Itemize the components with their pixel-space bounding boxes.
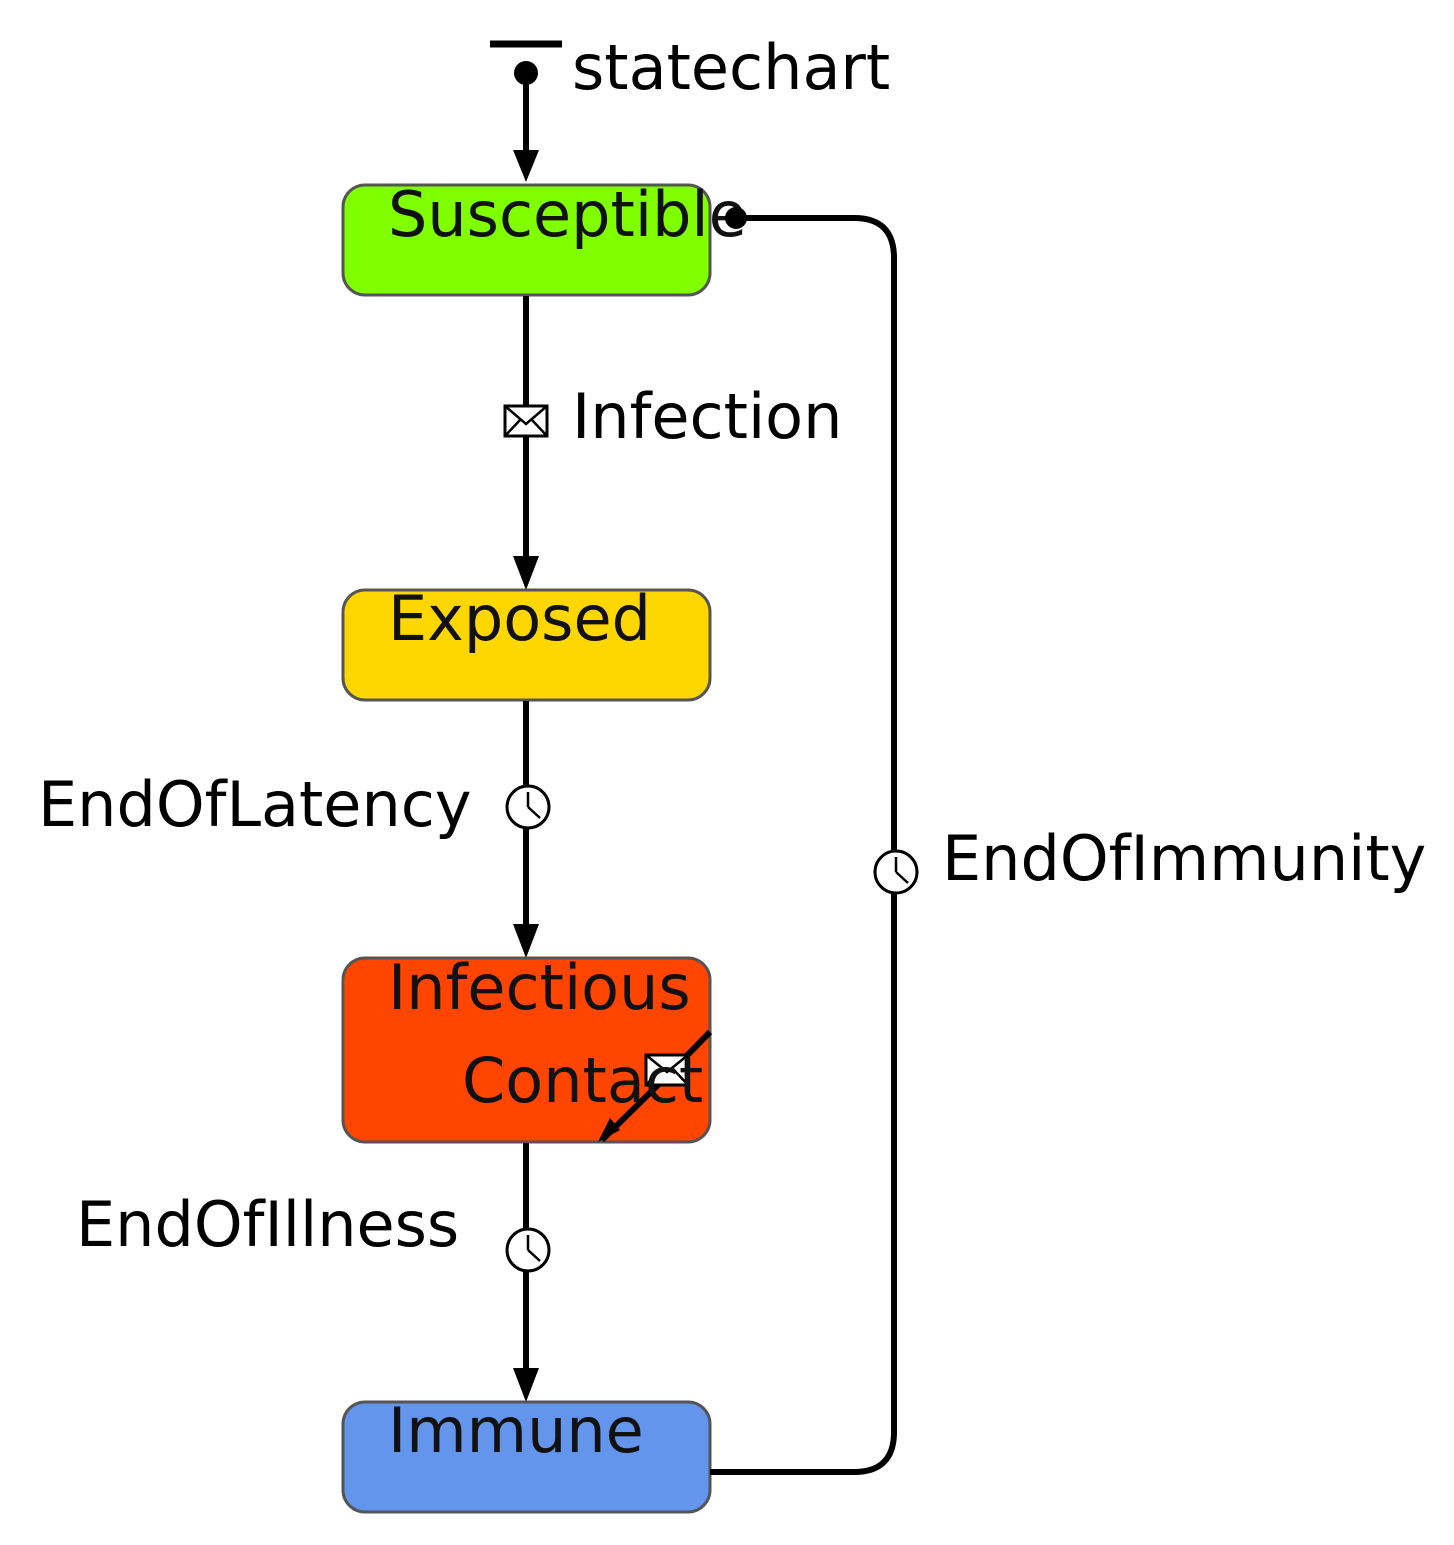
- state-susceptible[interactable]: Susceptible: [341, 178, 747, 297]
- statechart-entry: [490, 40, 562, 182]
- state-infectious[interactable]: Infectious Contact: [341, 951, 713, 1144]
- transition-end-of-illness-label: EndOfIllness: [76, 1188, 459, 1261]
- message-icon: [503, 404, 549, 438]
- transition-contact-label: Contact: [462, 1044, 703, 1117]
- message-icon: [644, 1053, 690, 1087]
- clock-icon: [873, 849, 919, 895]
- transition-infection-label: Infection: [572, 380, 842, 453]
- transition-end-of-immunity-label: EndOfImmunity: [942, 822, 1426, 895]
- clock-icon: [505, 784, 551, 830]
- state-exposed[interactable]: Exposed: [341, 582, 712, 702]
- state-immune[interactable]: Immune: [341, 1394, 712, 1514]
- state-exposed-label: Exposed: [388, 582, 651, 655]
- entry-arrowhead: [513, 150, 539, 182]
- clock-icon: [505, 1227, 551, 1273]
- statechart-label: statechart: [572, 31, 890, 104]
- transition-end-of-illness[interactable]: [505, 1143, 551, 1402]
- internal-transition-contact[interactable]: Contact: [462, 1029, 713, 1143]
- state-immune-label: Immune: [388, 1394, 644, 1467]
- state-susceptible-label: Susceptible: [388, 178, 747, 251]
- transition-end-of-immunity[interactable]: [710, 207, 919, 1475]
- transition-end-of-latency-label: EndOfLatency: [38, 768, 472, 841]
- transition-infection[interactable]: [503, 296, 549, 590]
- transition-end-of-latency[interactable]: [505, 701, 551, 958]
- state-infectious-label: Infectious: [388, 951, 691, 1024]
